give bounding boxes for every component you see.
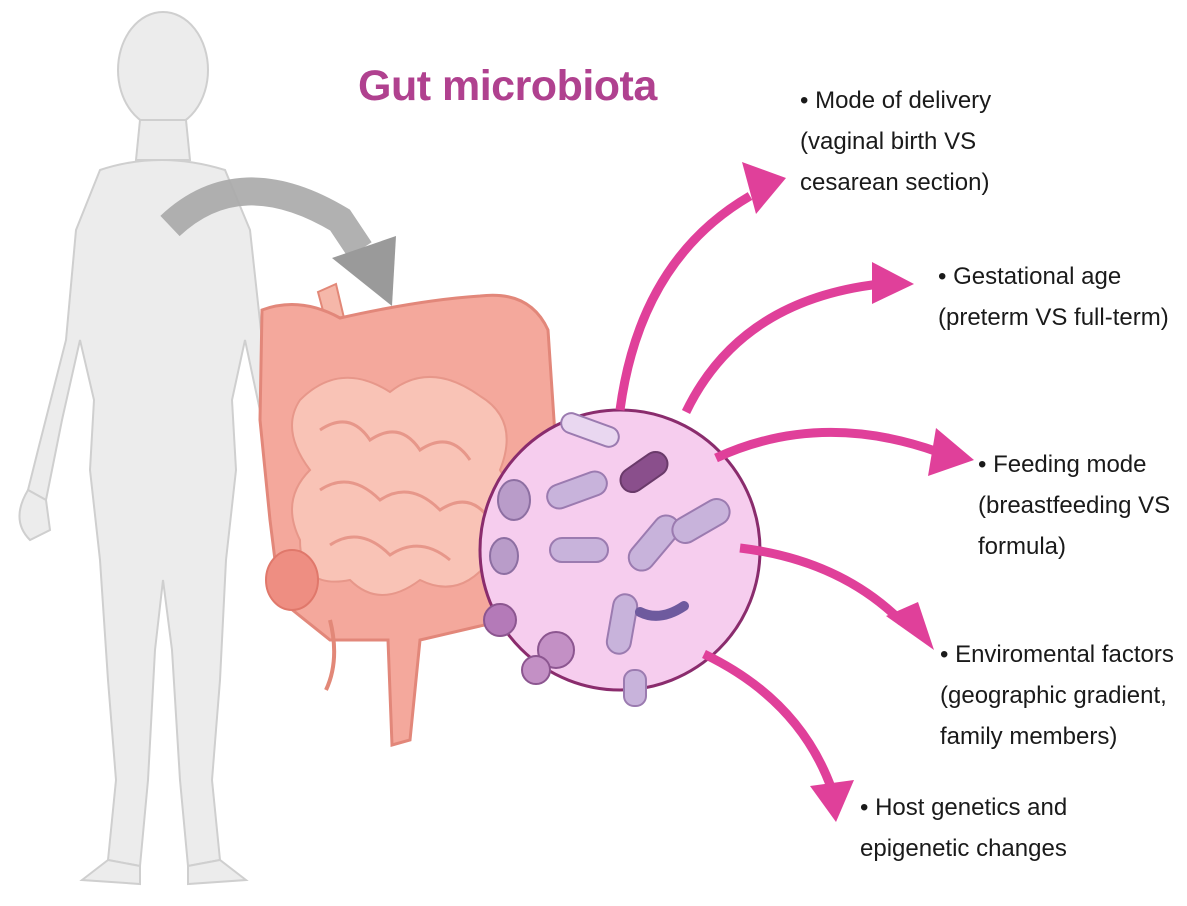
- factor-line: • Gestational age: [938, 256, 1169, 297]
- factor-line: • Mode of delivery: [800, 80, 991, 121]
- factor-line: • Feeding mode: [978, 444, 1170, 485]
- arrow-mode-of-delivery: [620, 196, 750, 410]
- factor-line: (vaginal birth VS: [800, 121, 991, 162]
- factor-line: (preterm VS full-term): [938, 297, 1169, 338]
- arrow-feeding-mode: [716, 432, 938, 458]
- human-body: [19, 12, 300, 884]
- factor-line: formula): [978, 526, 1170, 567]
- factor-line: • Enviromental factors: [940, 634, 1174, 675]
- factor-line: family members): [940, 716, 1174, 757]
- factor-gestational-age: • Gestational age (preterm VS full-term): [938, 256, 1169, 338]
- arrow-host-genetics: [704, 654, 832, 790]
- factor-environmental: • Enviromental factors (geographic gradi…: [940, 634, 1174, 757]
- factor-mode-of-delivery: • Mode of delivery (vaginal birth VS ces…: [800, 80, 991, 203]
- factor-line: • Host genetics and: [860, 787, 1067, 828]
- arrow-environmental-factors: [740, 548, 902, 622]
- diagram-title: Gut microbiota: [358, 62, 657, 111]
- factor-line: epigenetic changes: [860, 828, 1067, 869]
- factor-line: cesarean section): [800, 162, 991, 203]
- factor-feeding-mode: • Feeding mode (breastfeeding VS formula…: [978, 444, 1170, 567]
- factor-line: (geographic gradient,: [940, 675, 1174, 716]
- factor-host-genetics: • Host genetics and epigenetic changes: [860, 787, 1067, 869]
- arrow-gestational-age: [686, 284, 880, 412]
- factor-line: (breastfeeding VS: [978, 485, 1170, 526]
